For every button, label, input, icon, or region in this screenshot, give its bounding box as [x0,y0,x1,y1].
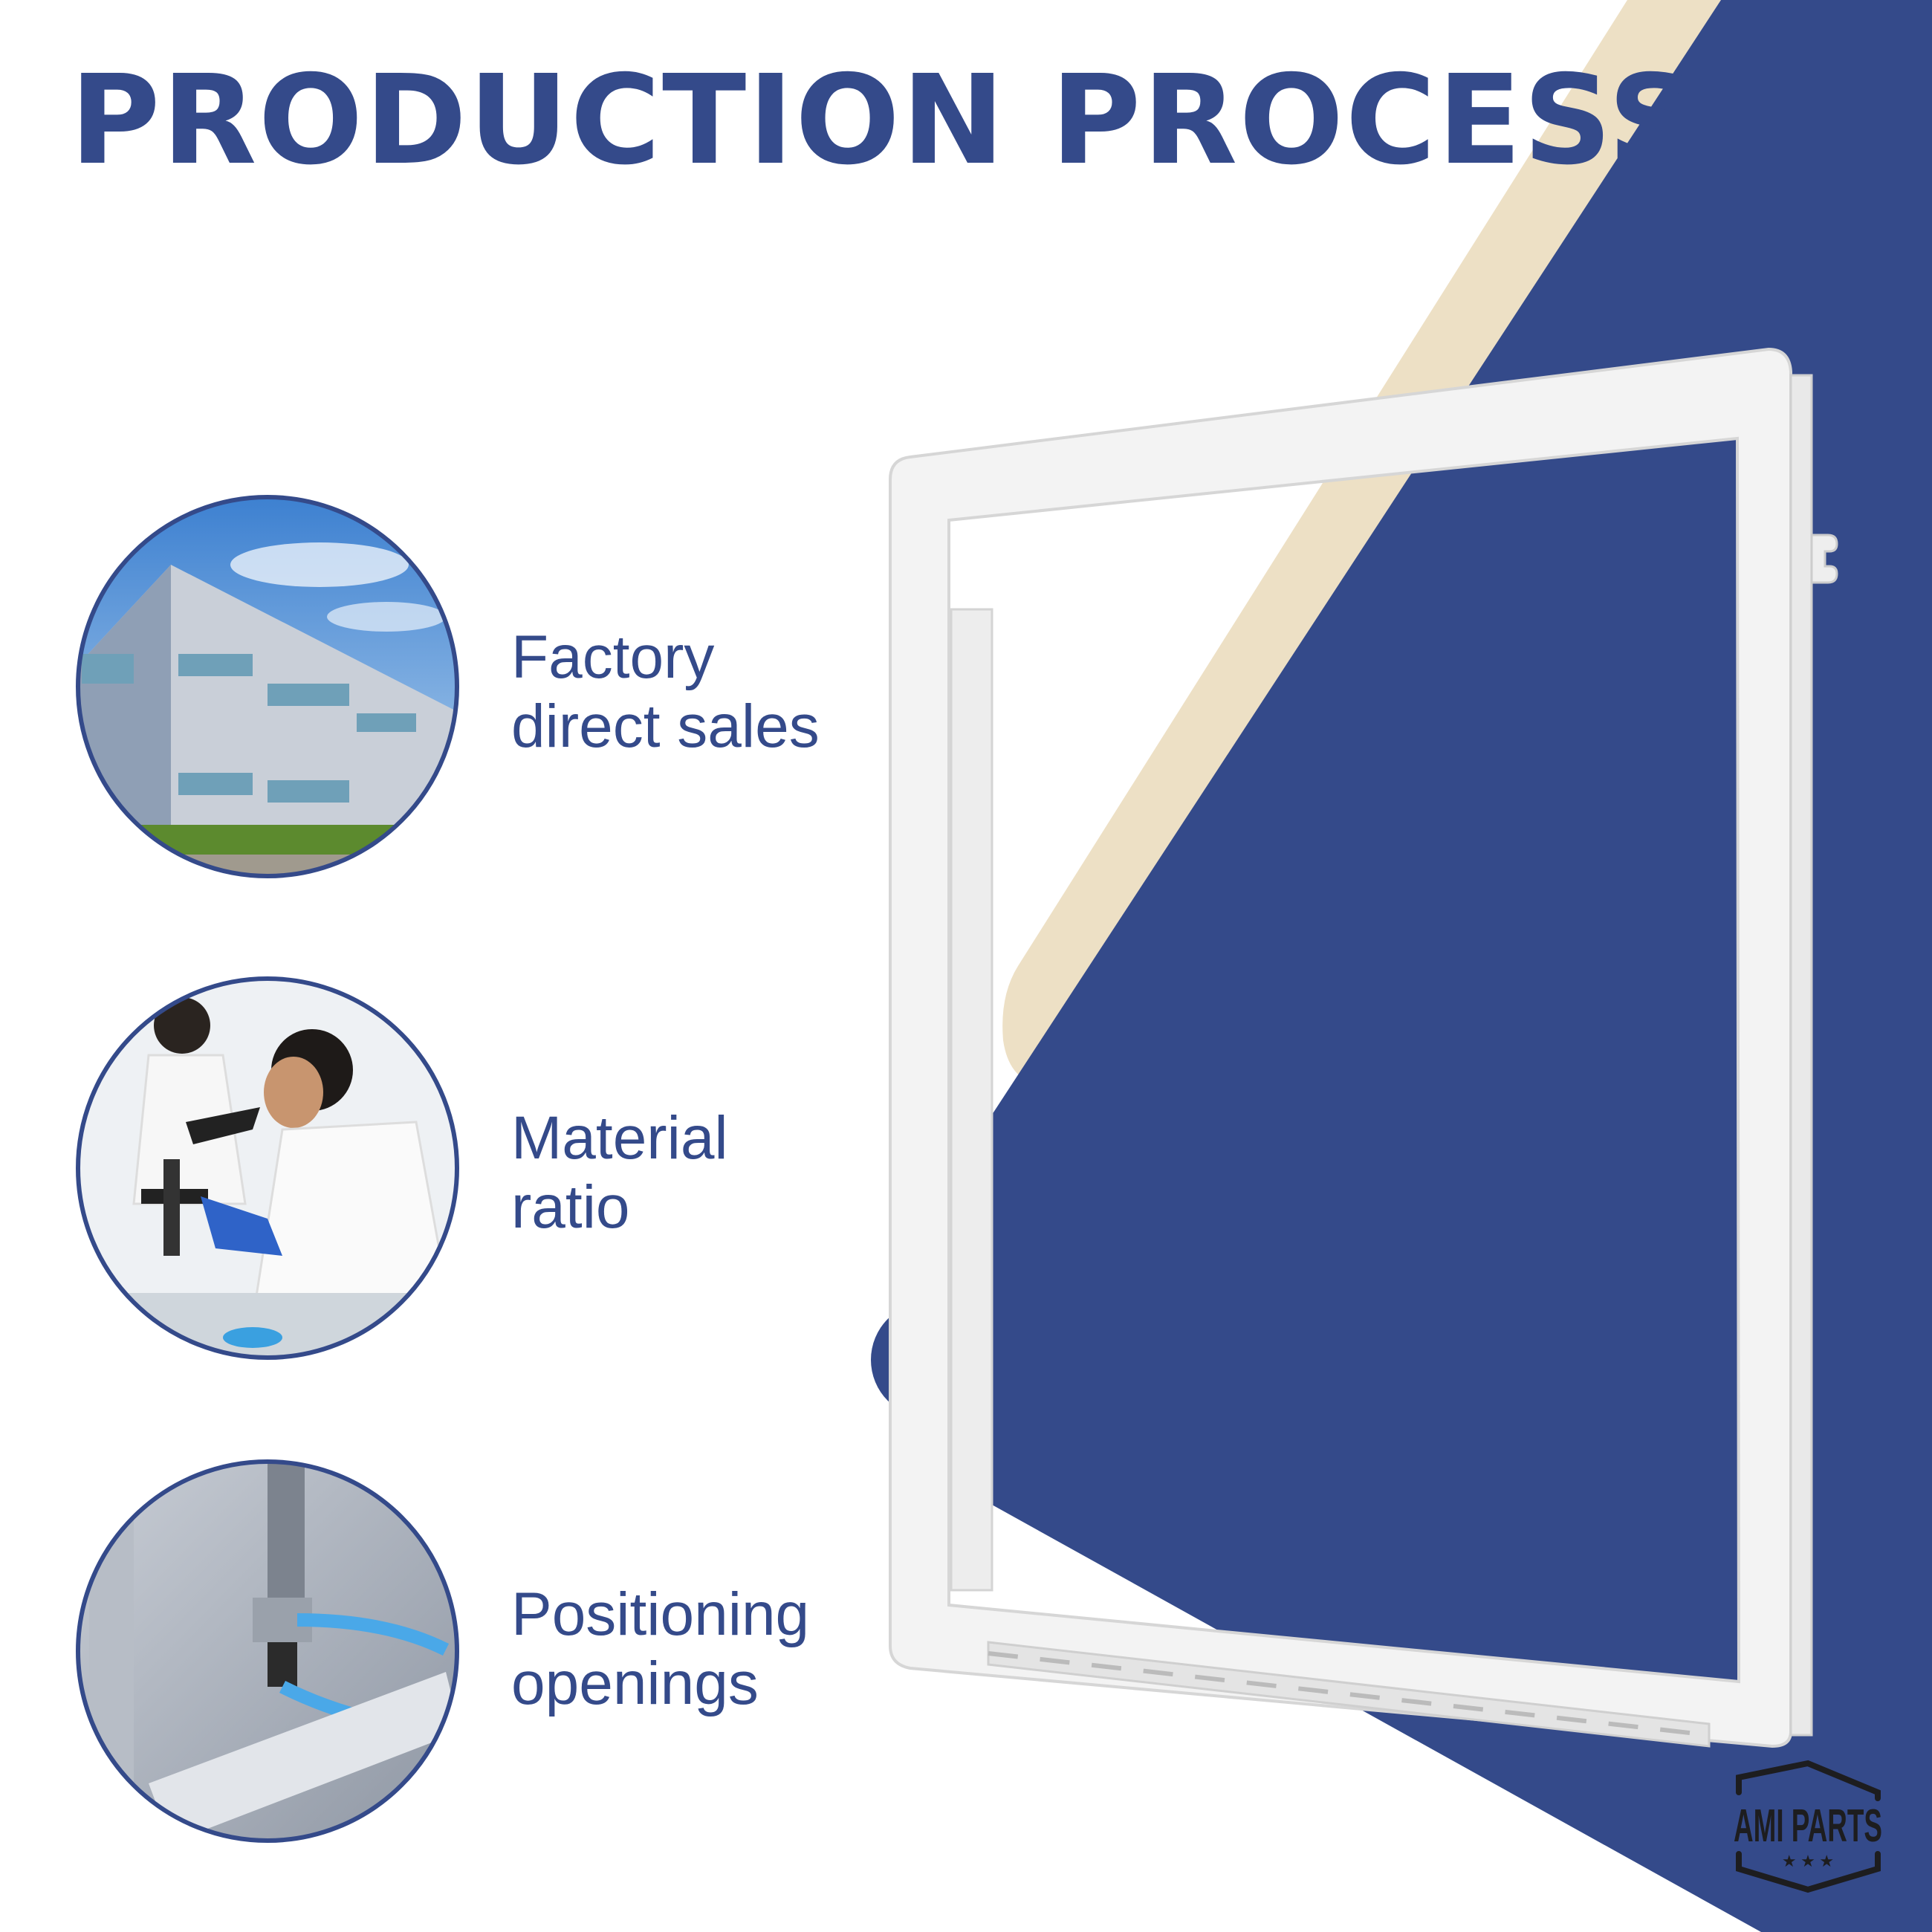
beige-stripe [1002,0,1721,1086]
feature-label-line: Positioning [511,1581,810,1648]
lab-microscope-photo [78,979,457,1358]
page-title: PRODUCTION PROCESS [70,49,1699,192]
blue-panel [992,0,1932,1932]
feature-label-line: ratio [511,1173,630,1241]
feature-label-factory: Factory direct sales [511,623,820,761]
shelf-frame-product [889,347,1838,1748]
ami-parts-logo: AMI PARTS ★ ★ ★ [1734,1760,1882,1893]
feature-label-positioning: Positioning openings [511,1580,809,1718]
feature-label-line: direct sales [511,693,820,760]
feature-label-line: Material [511,1104,728,1172]
machine-nozzle-photo [78,1462,457,1841]
feature-label-material: Material ratio [511,1103,728,1242]
factory-building-photo [78,497,457,876]
feature-label-line: Factory [511,623,715,691]
feature-label-line: openings [511,1650,759,1717]
svg-text:★ ★ ★: ★ ★ ★ [1782,1852,1834,1870]
svg-text:AMI PARTS: AMI PARTS [1734,1800,1882,1852]
